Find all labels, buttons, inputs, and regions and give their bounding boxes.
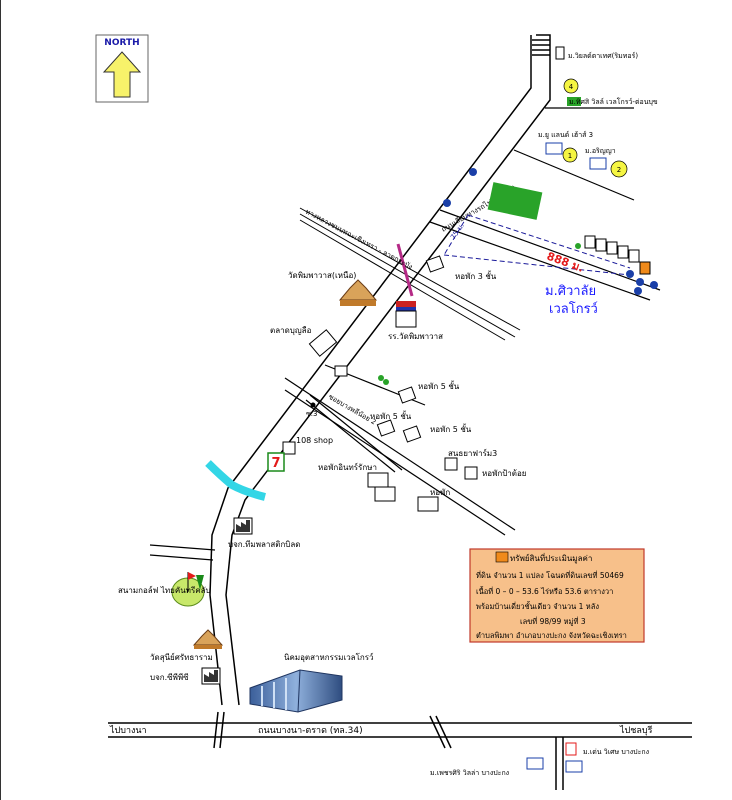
distance-label: 888 ม. <box>545 250 585 275</box>
dorm-5a: หอพัก 5 ชั้น <box>397 380 460 404</box>
north-arrow-icon <box>102 51 142 98</box>
property-info-box: ทรัพย์สินที่ประเมินมูลค่า ที่ดิน จำนวน 1… <box>469 548 645 643</box>
label-highway: ถนนบางนา-ตราด (ทล.34) <box>258 726 363 736</box>
building-icon <box>374 486 396 502</box>
dorm-5b: หอพัก 5 ชั้น <box>370 410 412 437</box>
village-d: ม.เพชรศิริ วิลล่า บางปะกง <box>430 757 544 777</box>
label-village-b: ม.ยู แลนด์ เฮ้าส์ 3 <box>538 131 593 139</box>
label-market: ตลาดบุญลือ <box>270 326 312 335</box>
tree-icon <box>378 375 384 381</box>
building-icon <box>282 441 296 455</box>
temple-icon <box>192 629 224 646</box>
building-icon <box>464 466 478 480</box>
tree-icon <box>575 243 581 249</box>
info-line-4: เลขที่ 98/99 หมู่ที่ 3 <box>520 616 586 626</box>
temple-icon <box>338 279 378 301</box>
green-park <box>487 182 543 220</box>
target-name-1: ม.ศิวาลัย <box>545 284 596 299</box>
building-icon <box>444 457 458 471</box>
info-line-1: ที่ดิน จำนวน 1 แปลง โฉนดที่ดินเลขที่ 504… <box>476 570 624 580</box>
village-b-marker: ม.ยู แลนด์ เฮ้าส์ 3 1 <box>538 131 593 163</box>
industrial-estate: นิคมอุตสาหกรรมเวลโกรว์ <box>249 652 374 713</box>
label-dorm-3: หอพัก 3 ชั้น <box>455 270 497 281</box>
crossing-mark <box>396 243 414 297</box>
label-industrial: นิคมอุตสาหกรรมเวลโกรว์ <box>284 652 374 662</box>
pin-icon <box>636 278 644 286</box>
dorm-3: หอพัก 3 ชั้น <box>425 255 497 281</box>
village-c-marker: ม.อริญญา 2 <box>585 147 628 178</box>
label-dorm: หอพัก <box>430 488 450 497</box>
label-wat-north: วัดพิมพาวาส(เหนือ) <box>288 271 356 280</box>
distance-route <box>443 214 631 276</box>
north-label: NORTH <box>104 38 139 48</box>
school: รร.วัดพิมพาวาส <box>388 301 443 341</box>
label-company-1: บจก.ทีมพลาสติกบิลด <box>228 540 300 549</box>
pin-icon <box>443 199 451 207</box>
label-village-d: ม.เพชรศิริ วิลล่า บางปะกง <box>430 769 509 777</box>
factory-icon <box>236 520 250 532</box>
company-2: บจก.ซีพีพีซี <box>150 667 221 685</box>
highway-34 <box>108 711 692 790</box>
label-shop-108: 108 shop <box>296 436 333 445</box>
soi-marker <box>310 402 316 408</box>
wat-sri: วัดสุนีย์ศรัทธาราม <box>150 629 224 662</box>
label-soi-phimpha: ซอยบางพลีน้อย 2 <box>327 393 377 427</box>
target-houses <box>584 235 651 275</box>
label-to-chonburi: ไปชลบุรี <box>619 725 653 736</box>
label-dorm-5c: หอพัก 5 ชั้น <box>430 423 472 434</box>
building-icon <box>334 365 348 377</box>
info-line-2: เนื้อที่ 0 – 0 – 53.6 ไร่หรือ 53.6 ตาราง… <box>476 586 613 596</box>
building-icon <box>367 472 389 488</box>
factory-icon <box>204 670 218 682</box>
label-village-top: ม.วิยลด์ตาเทศ(ริมทอร์) <box>568 52 638 60</box>
pin-icon <box>634 287 642 295</box>
wat-north: วัดพิมพาวาส(เหนือ) <box>288 271 378 306</box>
marker-1: 1 <box>568 152 572 160</box>
side-roads-right <box>429 107 661 301</box>
label-farm: สนธยาฟาร์ม3 <box>448 448 497 458</box>
golf-flag-icon <box>188 572 196 580</box>
seven-eleven-icon: 7 <box>271 456 280 471</box>
label-dorm-5b: หอพัก 5 ชั้น <box>370 410 412 421</box>
info-title: ทรัพย์สินที่ประเมินมูลค่า <box>510 552 592 564</box>
building-icon <box>417 496 439 512</box>
dorm-5c: หอพัก 5 ชั้น <box>402 423 472 443</box>
info-line-3: พร้อมบ้านเดี่ยวชั้นเดียว จำนวน 1 หลัง <box>476 601 599 611</box>
label-to-bangna: ไปบางนา <box>109 725 147 736</box>
company-1: บจก.ทีมพลาสติกบิลด <box>228 517 300 549</box>
building-complex-icon <box>249 669 343 713</box>
village-e: ม.เด่น วิเศษ บางปะกง <box>565 742 649 773</box>
pin-icon <box>626 270 634 278</box>
golf-course: สนามกอล์ฟ ไทยคันทรีคลับ <box>118 572 211 607</box>
label-village-c: ม.อริญญา <box>585 147 616 155</box>
label-school: รร.วัดพิมพาวาส <box>388 332 443 341</box>
main-road <box>209 34 551 706</box>
label-village-e: ม.เด่น วิเศษ บางปะกง <box>583 748 649 756</box>
label-dorm-inpaya: หอพักอินทร์รักษา <box>318 462 377 472</box>
north-arrow: NORTH <box>95 34 149 103</box>
label-company-2: บจก.ซีพีพีซี <box>150 673 189 682</box>
label-road-diag-left: ทางหลวงชนบทฉะเชิงเทรา - ลาดกระบัง <box>304 208 414 271</box>
village-top-marker: ม.วิยลด์ตาเทศ(ริมทอร์) <box>555 46 638 60</box>
target-name-2: เวลโกรว์ <box>549 301 598 317</box>
village-a-marker: 4 ม.ทิศสิ วิลล์ เวลโกรว์-ต่อนบุข <box>563 78 658 106</box>
tree-icon <box>383 379 389 385</box>
label-village-a: ม.ทิศสิ วิลล์ เวลโกรว์-ต่อนบุข <box>569 97 658 106</box>
info-line-5: ตำบลพิมพา อำเภอบางปะกง จังหวัดฉะเชิงเทรา <box>476 631 627 640</box>
canal <box>205 460 266 501</box>
market: ตลาดบุญลือ <box>270 326 338 357</box>
marker-2: 2 <box>617 166 621 174</box>
pin-icon <box>650 281 658 289</box>
label-soi-3: ซ.3 <box>306 410 317 418</box>
pin-icon <box>469 168 477 176</box>
label-dorm-pa: หอพักป้าต้อย <box>482 469 526 478</box>
marker-4: 4 <box>569 83 574 91</box>
property-swatch-icon <box>495 551 509 563</box>
tree-icon <box>196 575 204 590</box>
seven-eleven: 7 <box>267 452 285 472</box>
label-wat-sri: วัดสุนีย์ศรัทธาราม <box>150 652 213 662</box>
label-golf: สนามกอล์ฟ ไทยคันทรีคลับ <box>118 585 211 595</box>
label-dorm-5a: หอพัก 5 ชั้น <box>418 380 460 391</box>
